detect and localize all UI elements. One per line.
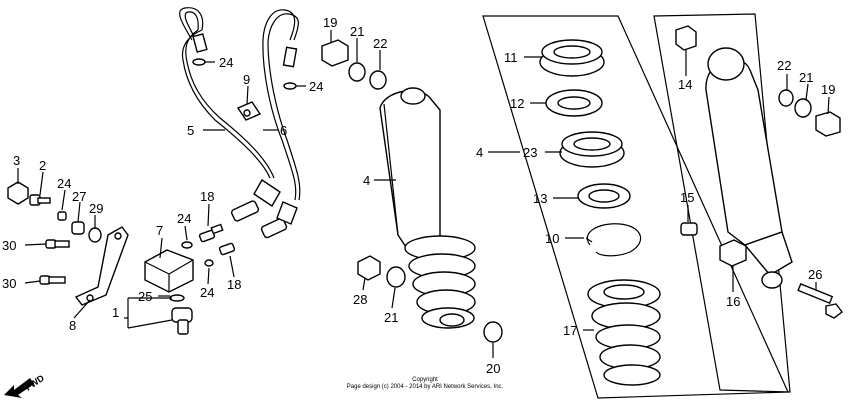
washer-29 (88, 227, 102, 243)
callout-6: 6 (280, 123, 287, 138)
callout-4: 4 (363, 173, 370, 188)
washer-12 (545, 89, 603, 117)
callout-2: 2 (39, 158, 46, 173)
bolt-30b (39, 275, 66, 285)
callout-21: 21 (350, 24, 364, 39)
callout-14: 14 (678, 77, 692, 92)
callout-12: 12 (510, 96, 524, 111)
spring-seat-23 (559, 131, 625, 168)
callout-8: 8 (69, 318, 76, 333)
callout-3: 3 (13, 153, 20, 168)
washer-24f (181, 241, 193, 249)
callout-15: 15 (680, 190, 694, 205)
callout-21: 21 (799, 70, 813, 85)
stop-switch-1 (171, 307, 193, 335)
callout-26: 26 (808, 267, 822, 282)
bushing-14 (675, 25, 697, 51)
callout-17: 17 (563, 323, 577, 338)
leader-lines (17, 30, 830, 358)
callout-27: 27 (72, 189, 86, 204)
washer-20 (483, 321, 503, 343)
callout-29: 29 (89, 201, 103, 216)
washer-22a (369, 70, 387, 90)
washer-25 (169, 294, 185, 302)
washer-21a (348, 62, 366, 82)
brake-hose-6 (260, 9, 301, 239)
callout-1: 1 (112, 305, 119, 320)
bolt-3 (7, 181, 29, 205)
washer-24 (192, 58, 206, 66)
brake-hose-5 (179, 7, 281, 222)
washer-21c (794, 98, 812, 118)
callout-24: 24 (57, 176, 71, 191)
washer-24c (57, 211, 67, 221)
shock-absorber-left (379, 87, 476, 329)
bushing-28 (357, 255, 381, 281)
nut-19b (815, 111, 841, 137)
callout-18: 18 (227, 277, 241, 292)
hose-clamp-9 (236, 101, 262, 121)
bolt-18b (218, 242, 236, 256)
callout-18: 18 (200, 189, 214, 204)
washer-21b (386, 266, 406, 288)
part-27 (71, 221, 85, 235)
callout-22: 22 (373, 36, 387, 51)
callout-30: 30 (2, 238, 16, 253)
callout-11: 11 (504, 50, 518, 65)
callout-28: 28 (353, 292, 367, 307)
callout-25: 25 (138, 289, 152, 304)
callout-9: 9 (243, 72, 250, 87)
spring-seat-11 (539, 39, 605, 77)
callout-19: 19 (821, 82, 835, 97)
spacer-15 (680, 222, 698, 236)
callout-5: 5 (187, 123, 194, 138)
bolt-18a (198, 223, 224, 243)
washer-22b (778, 89, 794, 107)
callout-7: 7 (156, 223, 163, 238)
callout-22: 22 (777, 58, 791, 73)
callout-24: 24 (177, 211, 191, 226)
bushing-19a (321, 39, 349, 67)
clip-10 (585, 223, 642, 257)
callout-19: 19 (323, 15, 337, 30)
right-frame (653, 13, 791, 393)
callout-4: 4 (476, 145, 483, 160)
callout-24: 24 (219, 55, 233, 70)
callout-10: 10 (545, 231, 559, 246)
callout-30: 30 (2, 276, 16, 291)
washer-24g (204, 259, 214, 267)
bolt-2 (29, 194, 51, 206)
copyright-page-design: Page design (c) 2004 - 2014 by ARI Netwo… (346, 384, 504, 390)
washer-13 (577, 183, 631, 209)
bolt-30a (45, 239, 70, 249)
bolt-26 (797, 283, 843, 319)
washer-24b (283, 82, 297, 90)
callout-13: 13 (533, 191, 547, 206)
callout-16: 16 (726, 294, 740, 309)
callout-21: 21 (384, 310, 398, 325)
callout-24: 24 (200, 285, 214, 300)
bushing-16 (719, 239, 747, 267)
switch-assembly-7 (144, 249, 194, 293)
callout-23: 23 (523, 145, 537, 160)
bracket-8 (74, 226, 129, 306)
callout-24: 24 (309, 79, 323, 94)
spring-17 (587, 279, 661, 386)
callout-20: 20 (486, 361, 500, 376)
shock-absorber-right (705, 47, 793, 289)
fwd-arrow-icon (4, 378, 34, 398)
copyright-notice: Copyright (412, 377, 438, 383)
